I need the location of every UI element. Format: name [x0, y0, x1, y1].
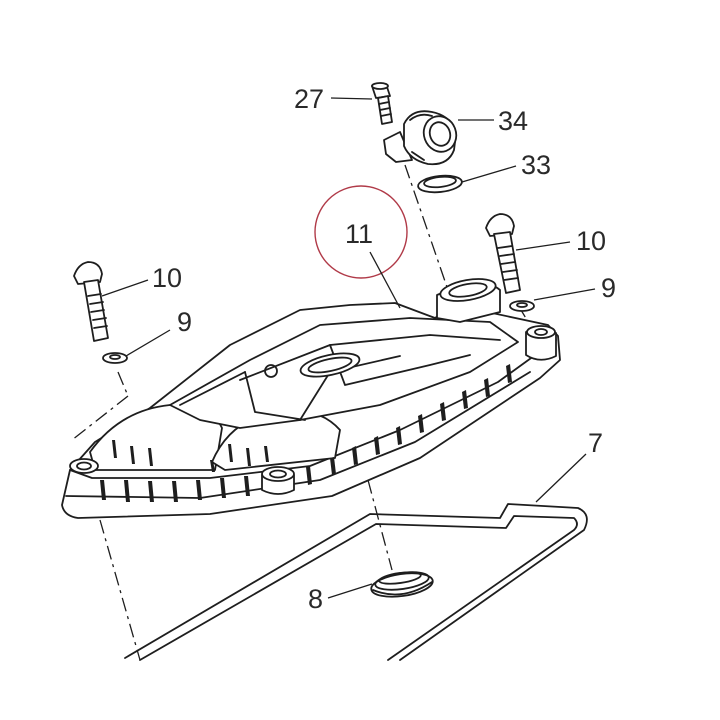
callout-27: 27 [294, 84, 324, 114]
gasket-part-7 [124, 503, 588, 661]
callout-11: 11 [345, 219, 373, 249]
callout-7: 7 [588, 428, 603, 458]
callout-9-right: 9 [601, 273, 616, 303]
callout-labels: 27 34 33 11 10 9 10 9 7 8 [152, 84, 616, 614]
bolt-right-part-10 [485, 213, 521, 294]
valve-cover-part-11 [61, 278, 561, 519]
callout-9-left: 9 [177, 307, 192, 337]
washer-right-part-9 [509, 300, 535, 312]
seal-ring-part-8 [370, 571, 434, 598]
washer-left-part-9 [102, 352, 128, 364]
screw-part-27 [371, 82, 393, 125]
leader-lines [101, 97, 596, 599]
callout-11-highlight-circle [314, 185, 408, 279]
bolt-left-part-10 [73, 261, 109, 342]
o-ring-part-33 [417, 174, 463, 194]
callout-10-right: 10 [576, 226, 606, 256]
breather-fitting-part-34 [383, 110, 458, 166]
callout-8: 8 [308, 584, 323, 614]
callout-10-left: 10 [152, 263, 182, 293]
flange-ribs [100, 364, 512, 502]
callout-34: 34 [498, 106, 528, 136]
callout-33: 33 [521, 150, 551, 180]
